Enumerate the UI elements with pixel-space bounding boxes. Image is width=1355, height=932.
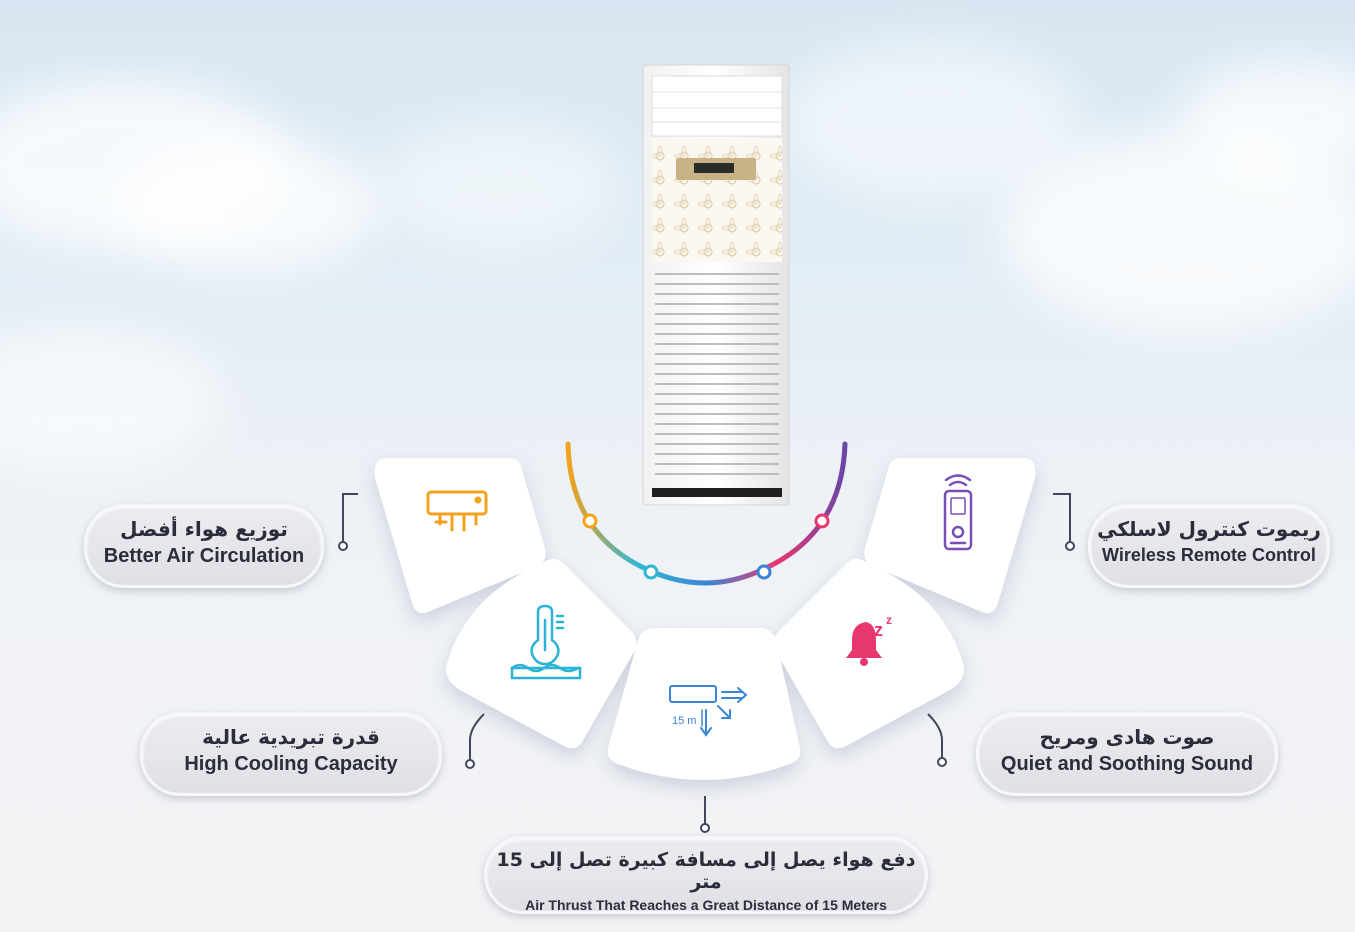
label-arabic: توزيع هواء أفضل: [120, 517, 288, 541]
thermometer-icon: [510, 604, 582, 680]
svg-text:z: z: [886, 613, 892, 627]
split-ac-icon: [426, 490, 488, 532]
floor-ac-unit: [642, 64, 790, 506]
feature-label-thrust: دفع هواء يصل إلى مسافة كبيرة تصل إلى 15 …: [484, 836, 928, 914]
connector-remote: [1053, 493, 1071, 542]
air-thrust-icon: [669, 685, 748, 737]
feature-label-air-circulation: توزيع هواء أفضل Better Air Circulation: [84, 504, 324, 588]
feature-label-quiet: صوت هادى ومريح Quiet and Soothing Sound: [976, 712, 1278, 796]
arc-node: [814, 513, 830, 529]
label-arabic: قدرة تبريدية عالية: [202, 725, 380, 749]
connector-cooling: [469, 713, 485, 760]
label-english: Better Air Circulation: [103, 545, 305, 567]
label-arabic: دفع هواء يصل إلى مسافة كبيرة تصل إلى 15 …: [496, 849, 916, 893]
card-thrust: [607, 628, 801, 780]
label-arabic: صوت هادى ومريح: [1039, 725, 1215, 749]
card-air-circulation: [374, 458, 546, 614]
card-remote: [864, 458, 1036, 614]
card-cooling: [446, 558, 637, 749]
label-arabic: ريموت كنترول لاسلكي: [1097, 517, 1321, 541]
air-thrust-icon-label: 15 m: [672, 715, 696, 727]
sleeping-bell-icon: z z: [846, 613, 892, 666]
label-english: Quiet and Soothing Sound: [1000, 753, 1254, 775]
label-english: Air Thrust That Reaches a Great Distance…: [525, 897, 887, 913]
connector-quiet: [927, 713, 943, 758]
arc-node: [582, 513, 598, 529]
remote-control-icon: [943, 474, 973, 551]
feature-label-cooling: قدرة تبريدية عالية High Cooling Capacity: [140, 712, 442, 796]
label-english: High Cooling Capacity: [184, 753, 398, 775]
svg-text:z: z: [874, 620, 883, 640]
arc-node: [643, 564, 659, 580]
connector-air-circulation: [342, 493, 358, 542]
label-english: Wireless Remote Control: [1102, 545, 1316, 565]
arc-node: [756, 564, 772, 580]
feature-label-remote: ريموت كنترول لاسلكي Wireless Remote Cont…: [1088, 504, 1330, 588]
